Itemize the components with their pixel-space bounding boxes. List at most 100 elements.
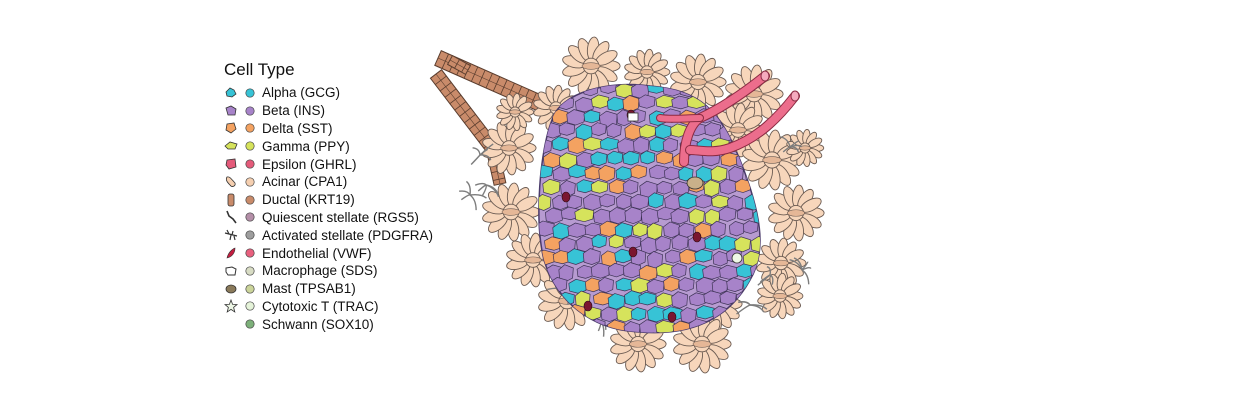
acinar-cluster bbox=[610, 315, 667, 373]
endocrine-cell bbox=[710, 165, 728, 183]
endocrine-cell bbox=[640, 150, 656, 165]
blood-vessel bbox=[657, 115, 703, 122]
legend-item: Ductal (KRT19) bbox=[224, 191, 433, 209]
endocrine-cell bbox=[695, 194, 713, 209]
endothelial-cell bbox=[561, 191, 571, 203]
legend-dot bbox=[245, 266, 255, 276]
macrophage-icon bbox=[225, 266, 255, 276]
endocrine-cell bbox=[726, 277, 744, 292]
epsilon-cell-icon bbox=[225, 158, 255, 170]
legend-dot bbox=[245, 106, 255, 116]
endocrine-cell bbox=[538, 193, 552, 211]
legend-label: Gamma (PPY) bbox=[262, 138, 350, 154]
endocrine-cell bbox=[607, 150, 624, 165]
acinar-cluster bbox=[482, 182, 541, 242]
endocrine-cell bbox=[630, 164, 648, 179]
endocrine-cell bbox=[599, 84, 617, 94]
legend-item: Gamma (PPY) bbox=[224, 137, 433, 155]
legend-label: Cytotoxic T (TRAC) bbox=[262, 298, 379, 314]
acinar-cluster bbox=[757, 272, 804, 320]
ductal-cell-icon bbox=[227, 193, 255, 207]
endocrine-cell bbox=[599, 137, 619, 151]
acinar-cluster bbox=[482, 120, 537, 176]
legend-item: Acinar (CPA1) bbox=[224, 173, 433, 191]
legend-label: Macrophage (SDS) bbox=[262, 263, 378, 279]
endocrine-cell bbox=[671, 291, 688, 309]
endocrine-cell bbox=[638, 291, 657, 306]
legend-item: Quiescent stellate (RGS5) bbox=[224, 209, 433, 227]
endocrine-cell bbox=[656, 180, 673, 195]
legend-item: Delta (SST) bbox=[224, 120, 433, 138]
activated-stellate-cell bbox=[474, 182, 500, 198]
acinar-cluster bbox=[496, 92, 535, 132]
acinar-cluster bbox=[562, 36, 621, 96]
endocrine-cell bbox=[712, 250, 729, 267]
endocrine-cell bbox=[614, 248, 633, 264]
endothelial-cell bbox=[628, 246, 638, 258]
blood-vessel bbox=[686, 92, 799, 156]
legend-dot bbox=[245, 284, 255, 294]
cytotoxic-t-icon bbox=[224, 299, 255, 314]
delta-cell-icon bbox=[225, 123, 255, 134]
endocrine-cell bbox=[654, 123, 672, 139]
endocrine-cell bbox=[590, 151, 608, 167]
endocrine-cell bbox=[734, 178, 752, 193]
endocrine-cell bbox=[639, 319, 659, 333]
endocrine-cell bbox=[568, 332, 586, 333]
activated-stellate-cell bbox=[789, 257, 812, 285]
legend-dot bbox=[245, 248, 255, 258]
endocrine-cell bbox=[662, 137, 679, 153]
endocrine-cell bbox=[615, 193, 632, 210]
endocrine-cell bbox=[647, 192, 664, 209]
endocrine-cell bbox=[655, 235, 671, 252]
duct-segment bbox=[446, 54, 472, 76]
endocrine-cell bbox=[663, 166, 680, 181]
endocrine-cell bbox=[615, 166, 633, 181]
endocrine-cell bbox=[785, 321, 802, 337]
legend-swatch bbox=[245, 319, 255, 329]
endothelial-cell bbox=[583, 300, 593, 312]
endocrine-cell bbox=[639, 124, 657, 139]
endocrine-cell bbox=[552, 166, 572, 182]
cell-type-legend: Cell Type Alpha (GCG)Beta (INS)Delta (SS… bbox=[224, 60, 433, 333]
legend-item: Alpha (GCG) bbox=[224, 84, 433, 102]
endocrine-cell bbox=[728, 166, 744, 183]
endocrine-cell bbox=[703, 290, 722, 305]
acinar-cluster bbox=[768, 184, 825, 242]
endocrine-cell bbox=[663, 276, 680, 292]
endocrine-cell bbox=[744, 332, 761, 333]
legend-label: Delta (SST) bbox=[262, 120, 333, 136]
endocrine-cell bbox=[590, 262, 611, 279]
endocrine-cell bbox=[553, 333, 569, 347]
endocrine-cell bbox=[655, 150, 674, 165]
activated-stellate-cell bbox=[757, 266, 774, 286]
endocrine-cell bbox=[678, 277, 695, 292]
endocrine-cell bbox=[671, 234, 689, 251]
endocrine-cell bbox=[670, 208, 690, 225]
endocrine-cell bbox=[719, 178, 737, 195]
endocrine-cell bbox=[729, 335, 746, 351]
endocrine-cell bbox=[624, 206, 643, 225]
endocrine-cell bbox=[598, 276, 614, 293]
endocrine-cell bbox=[536, 335, 551, 351]
endocrine-cell bbox=[551, 136, 569, 151]
legend-item: Schwann (SOX10) bbox=[224, 315, 433, 333]
endocrine-cell bbox=[582, 248, 601, 265]
endocrine-cell bbox=[567, 222, 588, 238]
endocrine-cell bbox=[630, 306, 647, 321]
endocrine-cell bbox=[622, 150, 640, 166]
acinar-cell-icon bbox=[225, 176, 255, 187]
endocrine-cell bbox=[646, 278, 665, 295]
endocrine-cell bbox=[606, 122, 622, 138]
endocrine-cell bbox=[671, 263, 687, 279]
endocrine-cell bbox=[750, 236, 761, 253]
endocrine-cell bbox=[544, 207, 564, 224]
gamma-cell-icon bbox=[224, 141, 255, 151]
endocrine-cell bbox=[638, 94, 656, 109]
legend-dot bbox=[245, 141, 255, 151]
endocrine-cell bbox=[623, 321, 641, 333]
legend-dot bbox=[245, 212, 255, 223]
activated-stellate-cell bbox=[470, 143, 494, 166]
legend-label: Acinar (CPA1) bbox=[262, 174, 348, 190]
